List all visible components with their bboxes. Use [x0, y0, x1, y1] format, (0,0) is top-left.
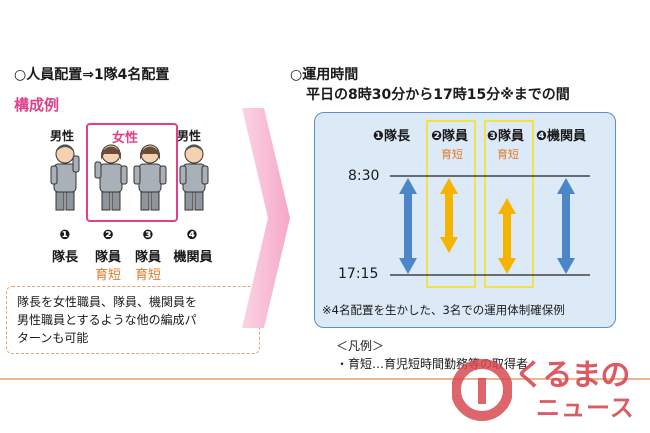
- column-2-note: 育短: [441, 148, 463, 161]
- member-2-shift-arrow-icon: [440, 178, 458, 253]
- column-1-number: ❶: [373, 129, 385, 144]
- logo-line-1: くるまの: [514, 358, 630, 393]
- member-1-number: ❶: [59, 228, 71, 243]
- column-header-4: ❹機関員: [536, 125, 586, 144]
- note-line-3: ターンも可能: [17, 331, 89, 345]
- member-2-role: 隊員: [94, 250, 121, 265]
- column-1-role: 隊長: [384, 129, 411, 144]
- gender-label-male-1: 男性: [50, 129, 75, 143]
- gender-label-female: 女性: [112, 131, 139, 146]
- member-2-note: 育短: [94, 268, 121, 283]
- composition-example-title: 構成例: [14, 96, 60, 114]
- person-female-member-2-icon: [133, 144, 167, 211]
- member-3-number: ❸: [142, 228, 154, 243]
- column-4-role: 機関員: [547, 129, 587, 144]
- logo-line-2: ニュース: [536, 394, 635, 422]
- legend-title: ＜凡例＞: [336, 339, 385, 353]
- person-female-member-1-icon: [94, 144, 128, 211]
- member-3-note: 育短: [134, 268, 161, 283]
- driver-shift-arrow-icon: [557, 178, 575, 274]
- pink-flow-arrow-icon: [242, 108, 290, 328]
- column-3-number: ❸: [487, 129, 499, 144]
- column-header-2: ❷隊員: [431, 125, 468, 144]
- person-male-captain-icon: [50, 144, 80, 211]
- chart-footnote: ※4名配置を生かした、3名での運用体制確保例: [322, 303, 565, 317]
- ikutan-column-box-2: [426, 120, 476, 288]
- column-4-number: ❹: [536, 129, 548, 144]
- member-2-number: ❷: [102, 228, 114, 243]
- column-3-role: 隊員: [498, 129, 525, 144]
- member-4-role: 機関員: [173, 250, 213, 265]
- end-time-label: 17:15: [338, 266, 379, 282]
- bottom-divider: [0, 378, 650, 380]
- ikutan-column-box-3: [484, 120, 534, 288]
- start-time-label: 8:30: [348, 168, 380, 184]
- captain-shift-arrow-icon: [399, 178, 417, 274]
- schedule-arrows: [390, 175, 590, 276]
- column-header-1: ❶隊長: [373, 125, 410, 144]
- operating-hours-header: ○運用時間: [290, 67, 359, 83]
- member-1-role: 隊長: [51, 250, 78, 265]
- member-4-number: ❹: [186, 228, 198, 243]
- column-3-note: 育短: [497, 148, 519, 161]
- note-line-1: 隊長を女性職員、隊員、機関員を: [17, 295, 198, 309]
- female-group-box: [86, 123, 178, 222]
- person-male-driver-icon: [179, 144, 209, 211]
- gender-label-male-2: 男性: [177, 129, 202, 143]
- column-2-number: ❷: [431, 129, 443, 144]
- member-3-role: 隊員: [134, 250, 161, 265]
- member-3-shift-arrow-icon: [498, 198, 516, 274]
- kuruma-news-logo: くるまの ニュース: [452, 350, 648, 430]
- alternative-pattern-note: 隊長を女性職員、隊員、機関員を 男性職員とするような他の編成パ ターンも可能: [6, 286, 260, 354]
- staffing-header: ○人員配置⇒1隊4名配置: [14, 67, 170, 83]
- column-2-role: 隊員: [442, 129, 469, 144]
- operating-hours-detail: 平日の8時30分から17時15分※までの間: [306, 87, 570, 103]
- note-line-2: 男性職員とするような他の編成パ: [17, 313, 197, 327]
- car-logo-icon: [452, 359, 512, 421]
- column-header-3: ❸隊員: [487, 125, 524, 144]
